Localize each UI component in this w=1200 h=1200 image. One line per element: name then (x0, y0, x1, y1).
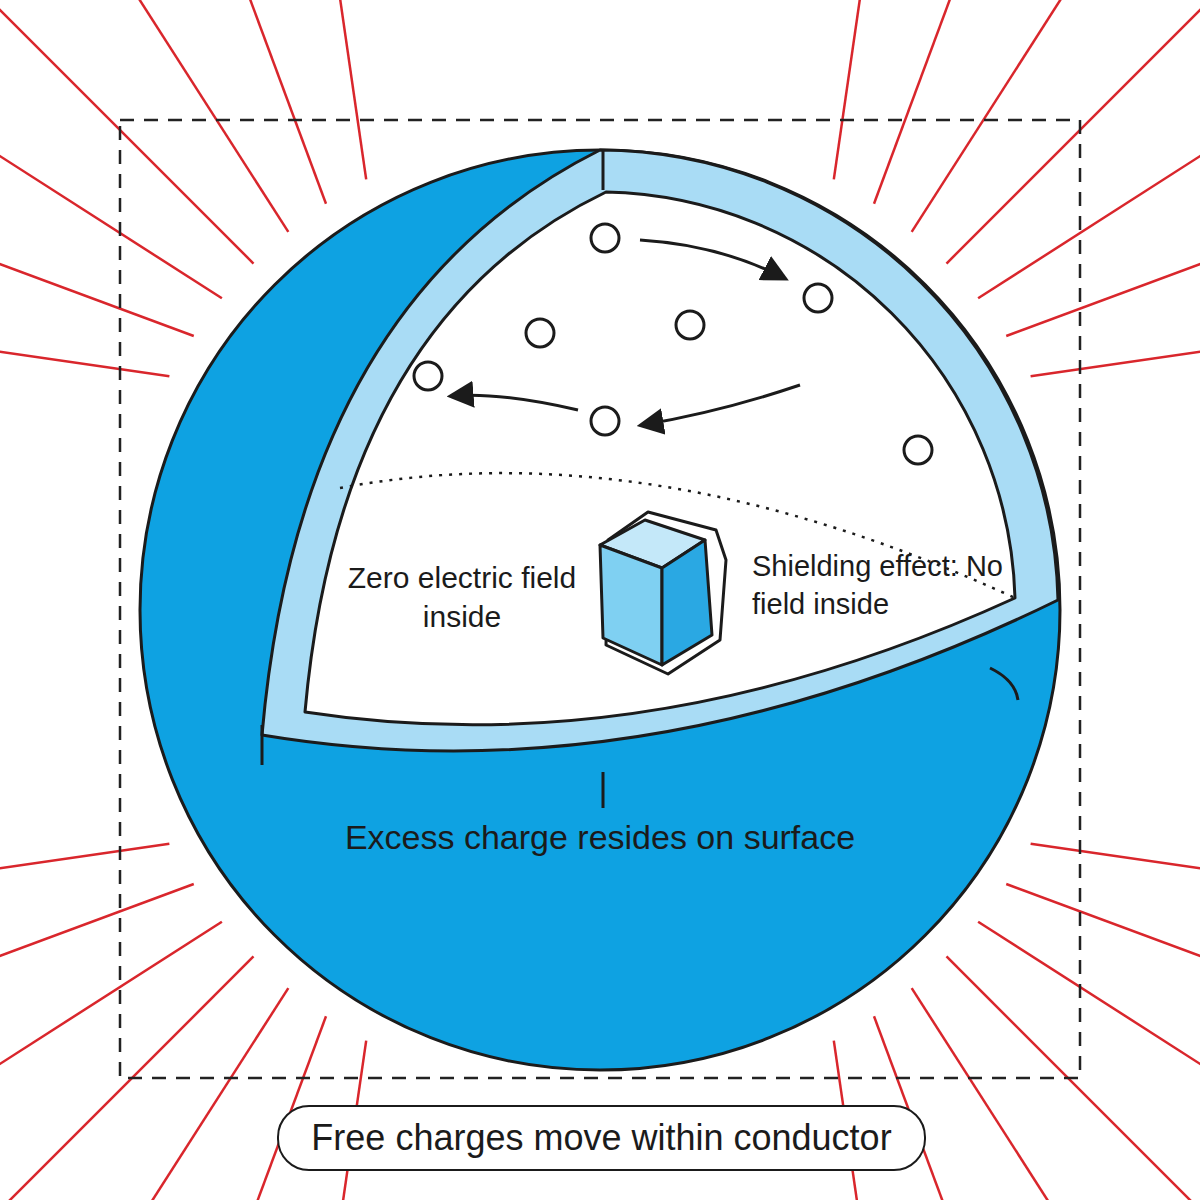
motion-arrows (452, 240, 800, 425)
shell-cut (262, 150, 1058, 751)
field-line (12, 988, 288, 1200)
field-line (978, 922, 1200, 1198)
gaussian-surface (120, 120, 1080, 1078)
field-line (0, 301, 169, 376)
surface-label: Excess charge resides on surface (230, 815, 970, 859)
field-line (0, 884, 194, 1064)
field-line (946, 0, 1200, 264)
field-line (874, 0, 1054, 204)
field-line (834, 0, 909, 179)
field-line (0, 956, 254, 1200)
shield-cube-icon (600, 512, 726, 674)
conductor-sphere (140, 150, 1060, 1070)
field-line (978, 22, 1200, 298)
field-line (12, 0, 288, 232)
caption-box: Free charges move within conductor (277, 1105, 926, 1171)
field-line (1006, 156, 1200, 336)
field-line (0, 156, 194, 336)
field-line (0, 844, 169, 919)
field-line (0, 0, 254, 264)
region-label: Zero electric field inside (332, 558, 592, 636)
tick-marks (262, 150, 1018, 808)
shielding-note: Shielding effect: No field inside (752, 548, 1032, 623)
hollow-interior (305, 192, 1015, 725)
field-line (1006, 884, 1200, 1064)
field-line (1031, 844, 1200, 919)
field-line (912, 0, 1188, 232)
field-line (0, 22, 222, 298)
field-line (912, 988, 1188, 1200)
field-line (1031, 301, 1200, 376)
field-line (0, 922, 222, 1198)
field-line (146, 0, 326, 204)
caption-text: Free charges move within conductor (311, 1117, 891, 1159)
field-line (291, 0, 366, 179)
free-charges (414, 224, 932, 464)
